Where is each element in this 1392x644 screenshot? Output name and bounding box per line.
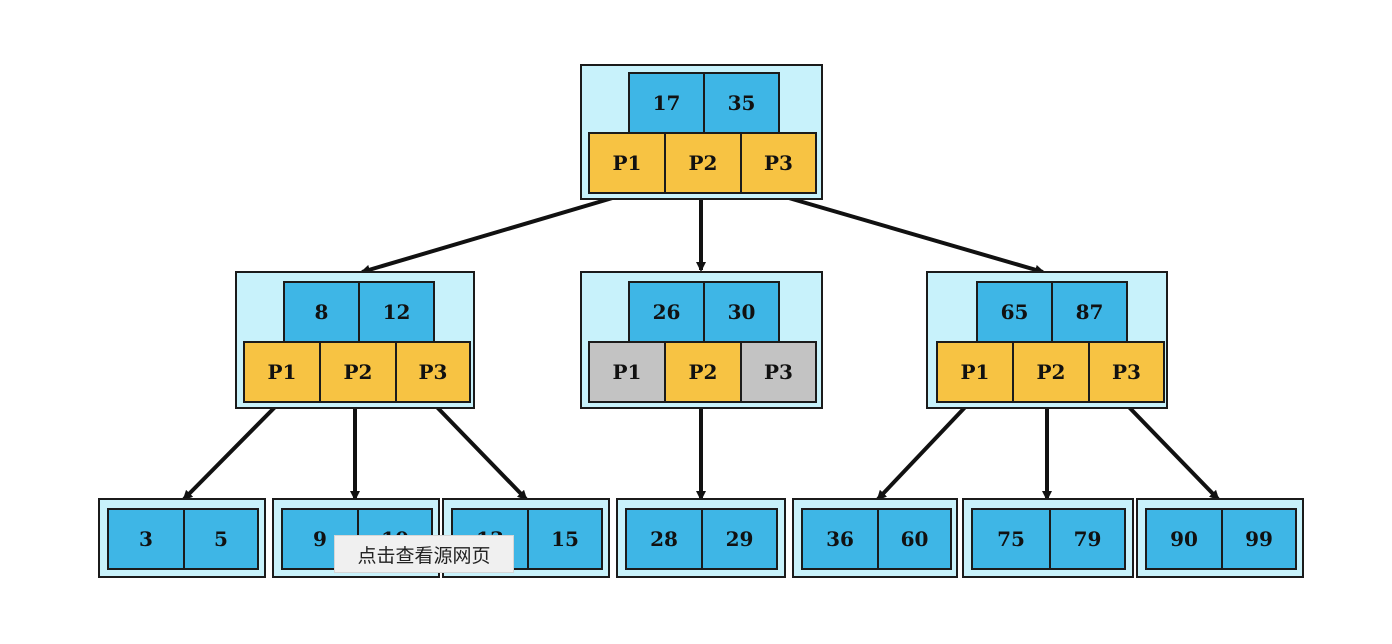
- leaf-5-key-2: 60: [877, 508, 952, 570]
- leaf-node-4: 28 29: [616, 498, 786, 578]
- leaf-6-key-2: 79: [1049, 508, 1126, 570]
- edge-internal3-p1: [876, 400, 972, 501]
- internal-3-pointer-2: P2: [1012, 341, 1090, 403]
- leaf-6-key-1: 75: [971, 508, 1051, 570]
- leaf-4-key-2: 29: [701, 508, 778, 570]
- root-pointer-3: P3: [740, 132, 817, 194]
- edge-root-p1: [360, 192, 627, 275]
- leaf-1-key-2: 5: [183, 508, 259, 570]
- root-pointer-1: P1: [588, 132, 666, 194]
- internal-1-pointer-3: P3: [395, 341, 471, 403]
- root-key-2: 35: [703, 72, 780, 134]
- internal-3-key-1: 65: [976, 281, 1053, 343]
- edge-internal1-p3: [430, 400, 528, 501]
- view-source-tooltip[interactable]: 点击查看源网页: [334, 535, 514, 573]
- leaf-node-5: 36 60: [792, 498, 958, 578]
- edge-internal1-p1: [182, 400, 282, 501]
- internal-node-3: 65 87 P1 P2 P3: [926, 271, 1168, 409]
- leaf-1-key-1: 3: [107, 508, 185, 570]
- internal-2-pointer-3: P3: [740, 341, 817, 403]
- internal-1-pointer-1: P1: [243, 341, 321, 403]
- internal-2-pointer-1: P1: [588, 341, 666, 403]
- edge-root-p3: [774, 192, 1045, 275]
- leaf-5-key-1: 36: [801, 508, 879, 570]
- root-key-1: 17: [628, 72, 705, 134]
- root-pointer-2: P2: [664, 132, 742, 194]
- internal-node-2: 26 30 P1 P2 P3: [580, 271, 823, 409]
- internal-3-pointer-1: P1: [936, 341, 1014, 403]
- leaf-node-7: 90 99: [1136, 498, 1304, 578]
- leaf-4-key-1: 28: [625, 508, 703, 570]
- internal-1-pointer-2: P2: [319, 341, 397, 403]
- leaf-node-1: 3 5: [98, 498, 266, 578]
- internal-3-key-2: 87: [1051, 281, 1128, 343]
- internal-node-1: 8 12 P1 P2 P3: [235, 271, 475, 409]
- internal-1-key-1: 8: [283, 281, 360, 343]
- leaf-node-6: 75 79: [962, 498, 1134, 578]
- internal-2-pointer-2: P2: [664, 341, 742, 403]
- internal-3-pointer-3: P3: [1088, 341, 1165, 403]
- internal-2-key-2: 30: [703, 281, 780, 343]
- edge-internal3-p3: [1122, 400, 1220, 501]
- internal-2-key-1: 26: [628, 281, 705, 343]
- leaf-7-key-1: 90: [1145, 508, 1223, 570]
- leaf-3-key-2: 15: [527, 508, 603, 570]
- internal-1-key-2: 12: [358, 281, 435, 343]
- leaf-7-key-2: 99: [1221, 508, 1297, 570]
- root-node: 17 35 P1 P2 P3: [580, 64, 823, 200]
